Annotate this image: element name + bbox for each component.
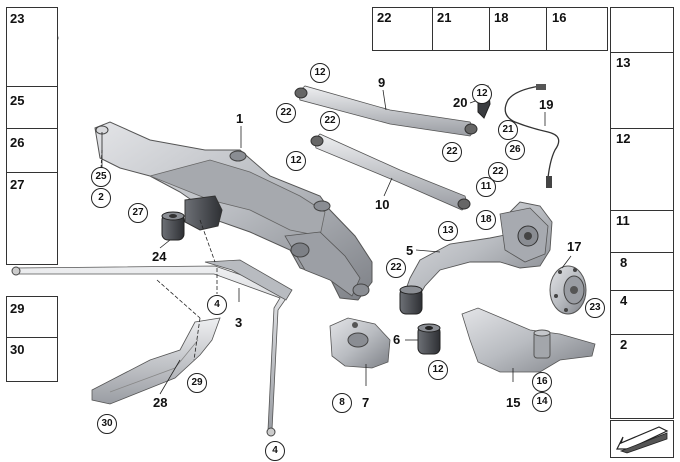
part-label-23: 23: [10, 11, 25, 26]
callout-24: 24: [152, 249, 167, 264]
circled-callout-13: 13: [438, 221, 458, 241]
callout-10: 10: [375, 197, 390, 212]
bushing-lower: [399, 285, 423, 315]
part-label-26: 26: [10, 135, 25, 150]
circled-callout-21: 21: [498, 120, 518, 140]
callout-5: 5: [406, 243, 414, 258]
circled-callout-12c: 12: [286, 151, 306, 171]
circled-callout-8: 8: [332, 393, 352, 413]
part-label-18: 18: [494, 10, 509, 25]
control-arm-10: [310, 133, 471, 211]
part-label-30: 30: [10, 342, 25, 357]
callout-17: 17: [567, 239, 582, 254]
circled-callout-23: 23: [585, 298, 605, 318]
part-label-13: 13: [616, 55, 631, 70]
stabilizer-bar: [11, 259, 293, 437]
mount-bracket-7: [329, 317, 391, 369]
bracket-15: [461, 307, 596, 373]
part-label-12: 12: [616, 131, 631, 146]
callout-6: 6: [393, 332, 401, 347]
circled-callout-2: 2: [91, 188, 111, 208]
circled-callout-12d: 12: [428, 360, 448, 380]
arrow-box: [610, 420, 674, 458]
bushing-6: [417, 323, 441, 355]
circled-callout-12b: 12: [472, 84, 492, 104]
callout-28: 28: [153, 395, 168, 410]
circled-callout-27: 27: [128, 203, 148, 223]
subframe-bushing: [161, 211, 185, 241]
circled-callout-26: 26: [505, 140, 525, 160]
right-parts-panel: [610, 7, 674, 419]
circled-callout-12a: 12: [310, 63, 330, 83]
callout-15: 15: [506, 395, 521, 410]
callout-19: 19: [539, 97, 554, 112]
part-label-11: 11: [616, 213, 630, 228]
callout-1: 1: [236, 111, 244, 126]
callout-7: 7: [362, 395, 370, 410]
circled-callout-25: 25: [91, 167, 111, 187]
part-label-16: 16: [552, 10, 567, 25]
circled-callout-22d: 22: [488, 162, 508, 182]
circled-callout-22b: 22: [320, 111, 340, 131]
part-label-27: 27: [10, 177, 25, 192]
callout-3: 3: [235, 315, 243, 330]
circled-callout-22a: 22: [276, 103, 296, 123]
wheel-carrier: [404, 201, 553, 299]
top-parts-panel: [372, 7, 608, 51]
part-label-22: 22: [377, 10, 392, 25]
circled-callout-4b: 4: [265, 441, 285, 461]
callout-20: 20: [453, 95, 468, 110]
circled-callout-22e: 22: [386, 258, 406, 278]
arrow-icon: [616, 426, 669, 454]
circled-callout-18: 18: [476, 210, 496, 230]
circled-callout-22c: 22: [442, 142, 462, 162]
wheel-hub: [549, 265, 587, 315]
part-label-29: 29: [10, 301, 25, 316]
part-label-4: 4: [620, 293, 628, 308]
control-arm-9: [294, 85, 478, 137]
part-label-2: 2: [620, 337, 628, 352]
left-parts-panel: [6, 7, 58, 265]
callout-9: 9: [378, 75, 386, 90]
part-label-8: 8: [620, 255, 628, 270]
circled-callout-16: 16: [532, 372, 552, 392]
rear-subframe: [94, 121, 373, 301]
circled-callout-29: 29: [187, 373, 207, 393]
wheel-speed-sensor: [504, 84, 560, 188]
left-lower-parts-panel: [6, 296, 58, 382]
part-label-21: 21: [437, 10, 452, 25]
part-label-25: 25: [10, 93, 25, 108]
circled-callout-11: 11: [476, 177, 496, 197]
circled-callout-30: 30: [97, 414, 117, 434]
circled-callout-4a: 4: [207, 295, 227, 315]
circled-callout-14: 14: [532, 392, 552, 412]
